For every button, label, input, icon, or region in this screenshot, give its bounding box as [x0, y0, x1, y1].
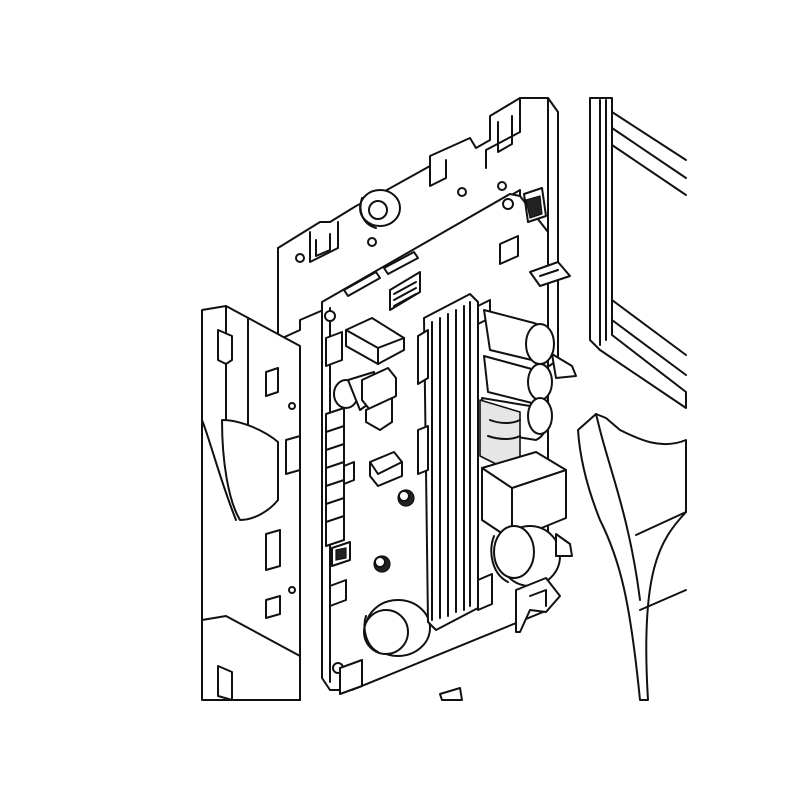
- left-side-bracket: [201, 305, 301, 701]
- cabinet-frame: [589, 97, 687, 409]
- side-tabs: [551, 353, 577, 557]
- front-cover-panel: [577, 413, 687, 701]
- bottom-mounting-clip: [339, 577, 561, 701]
- terminal-block-stack: [325, 407, 355, 607]
- relay-components: [325, 331, 415, 573]
- transformer-block: [345, 317, 405, 365]
- inductor-choke: [479, 399, 521, 467]
- large-capacitor: [490, 525, 561, 587]
- board-connectors: [343, 187, 571, 311]
- ferrite-ring: [359, 189, 401, 229]
- heatsink-rail: [417, 293, 493, 631]
- electrolytic-capacitor-bottom: [363, 599, 431, 657]
